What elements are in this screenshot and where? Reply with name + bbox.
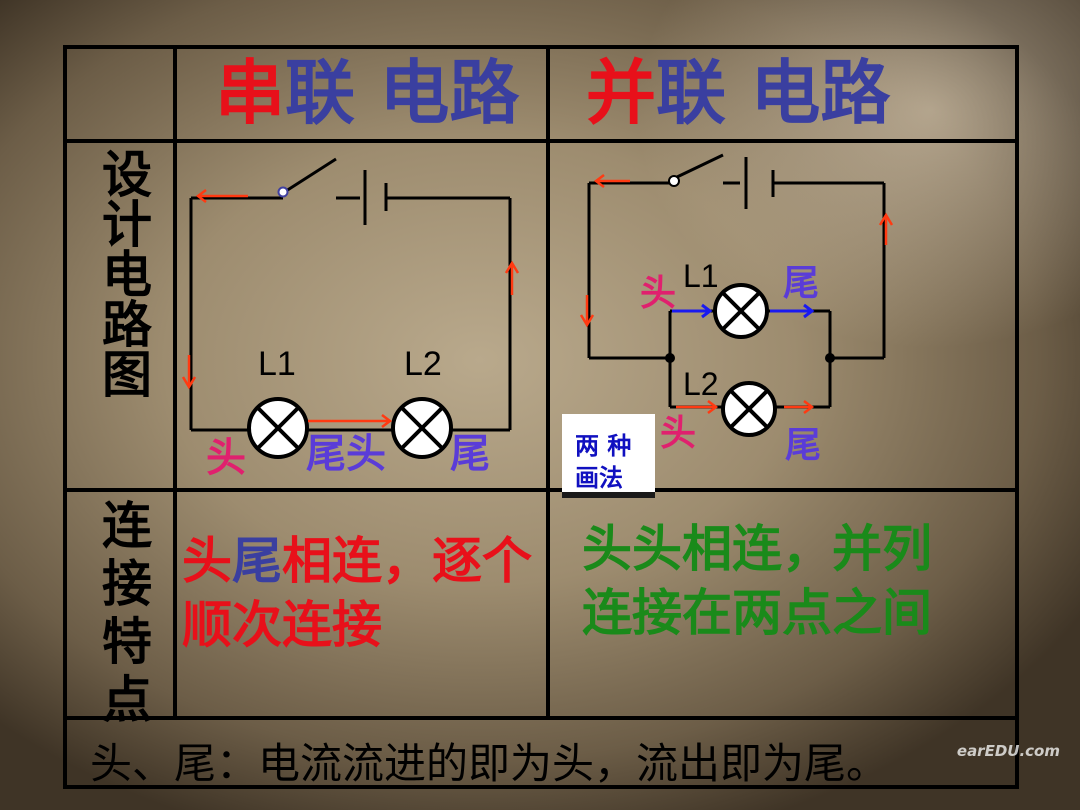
parallel-head-top-label: 头 — [640, 272, 676, 313]
lamp-l1-icon — [247, 397, 309, 459]
switch-contact-icon — [277, 186, 289, 198]
parallel-tail-top-label: 尾 — [783, 262, 819, 303]
series-circuit-diagram: L1 L2 头 尾头 尾 — [181, 157, 520, 480]
parallel-lamp1-label: L1 — [683, 258, 719, 294]
lamp-l2-icon — [721, 381, 777, 437]
series-tail-label: 尾 — [450, 432, 490, 476]
series-tail-head-label: 尾头 — [306, 432, 386, 476]
series-circuit-title: 串联 电路 — [215, 58, 519, 128]
parallel-tail-bottom-label: 尾 — [785, 424, 821, 465]
row-label-design: 设计电路图 — [102, 146, 152, 404]
parallel-title-char: 并 — [586, 52, 656, 134]
watermark: earEDU.com — [956, 742, 1060, 760]
parallel-title-rest: 联 电路 — [656, 52, 891, 134]
series-title-rest: 联 电路 — [285, 52, 520, 134]
series-feature-head: 头 — [182, 532, 232, 590]
switch-contact-icon — [668, 175, 680, 187]
series-features: 头尾相连，逐个顺次连接 — [182, 530, 544, 657]
two-methods-tag: 两 种 画法 — [562, 414, 655, 498]
series-title-char: 串 — [215, 52, 285, 134]
current-arrows-blue — [672, 303, 815, 319]
lamp-l1-icon — [713, 283, 769, 339]
junction-dot-left — [665, 353, 675, 363]
parallel-lamp2-label: L2 — [683, 366, 719, 402]
footer-note: 头、尾：电流流进的即为头，流出即为尾。 — [90, 739, 889, 788]
lamp-l2-icon — [391, 397, 453, 459]
two-methods-line2: 画法 — [575, 464, 623, 492]
junction-dot-right — [825, 353, 835, 363]
current-arrows — [579, 174, 894, 414]
series-lamp1-label: L1 — [258, 345, 296, 383]
row-label-features: 连接特点 — [102, 497, 152, 729]
current-arrows — [181, 189, 520, 428]
series-lamp2-label: L2 — [404, 345, 442, 383]
series-feature-tail: 尾 — [232, 532, 282, 590]
parallel-features: 头头相连，并列连接在两点之间 — [582, 520, 932, 642]
parallel-head-bottom-label: 头 — [660, 412, 696, 453]
parallel-circuit-title: 并联 电路 — [586, 58, 890, 128]
series-head-label: 头 — [206, 436, 246, 480]
two-methods-line1: 两 种 — [575, 432, 632, 460]
series-feature-rest: 相连，逐个顺次连接 — [182, 532, 532, 654]
parallel-circuit-diagram: 头 L1 尾 L2 头 尾 — [579, 153, 894, 465]
